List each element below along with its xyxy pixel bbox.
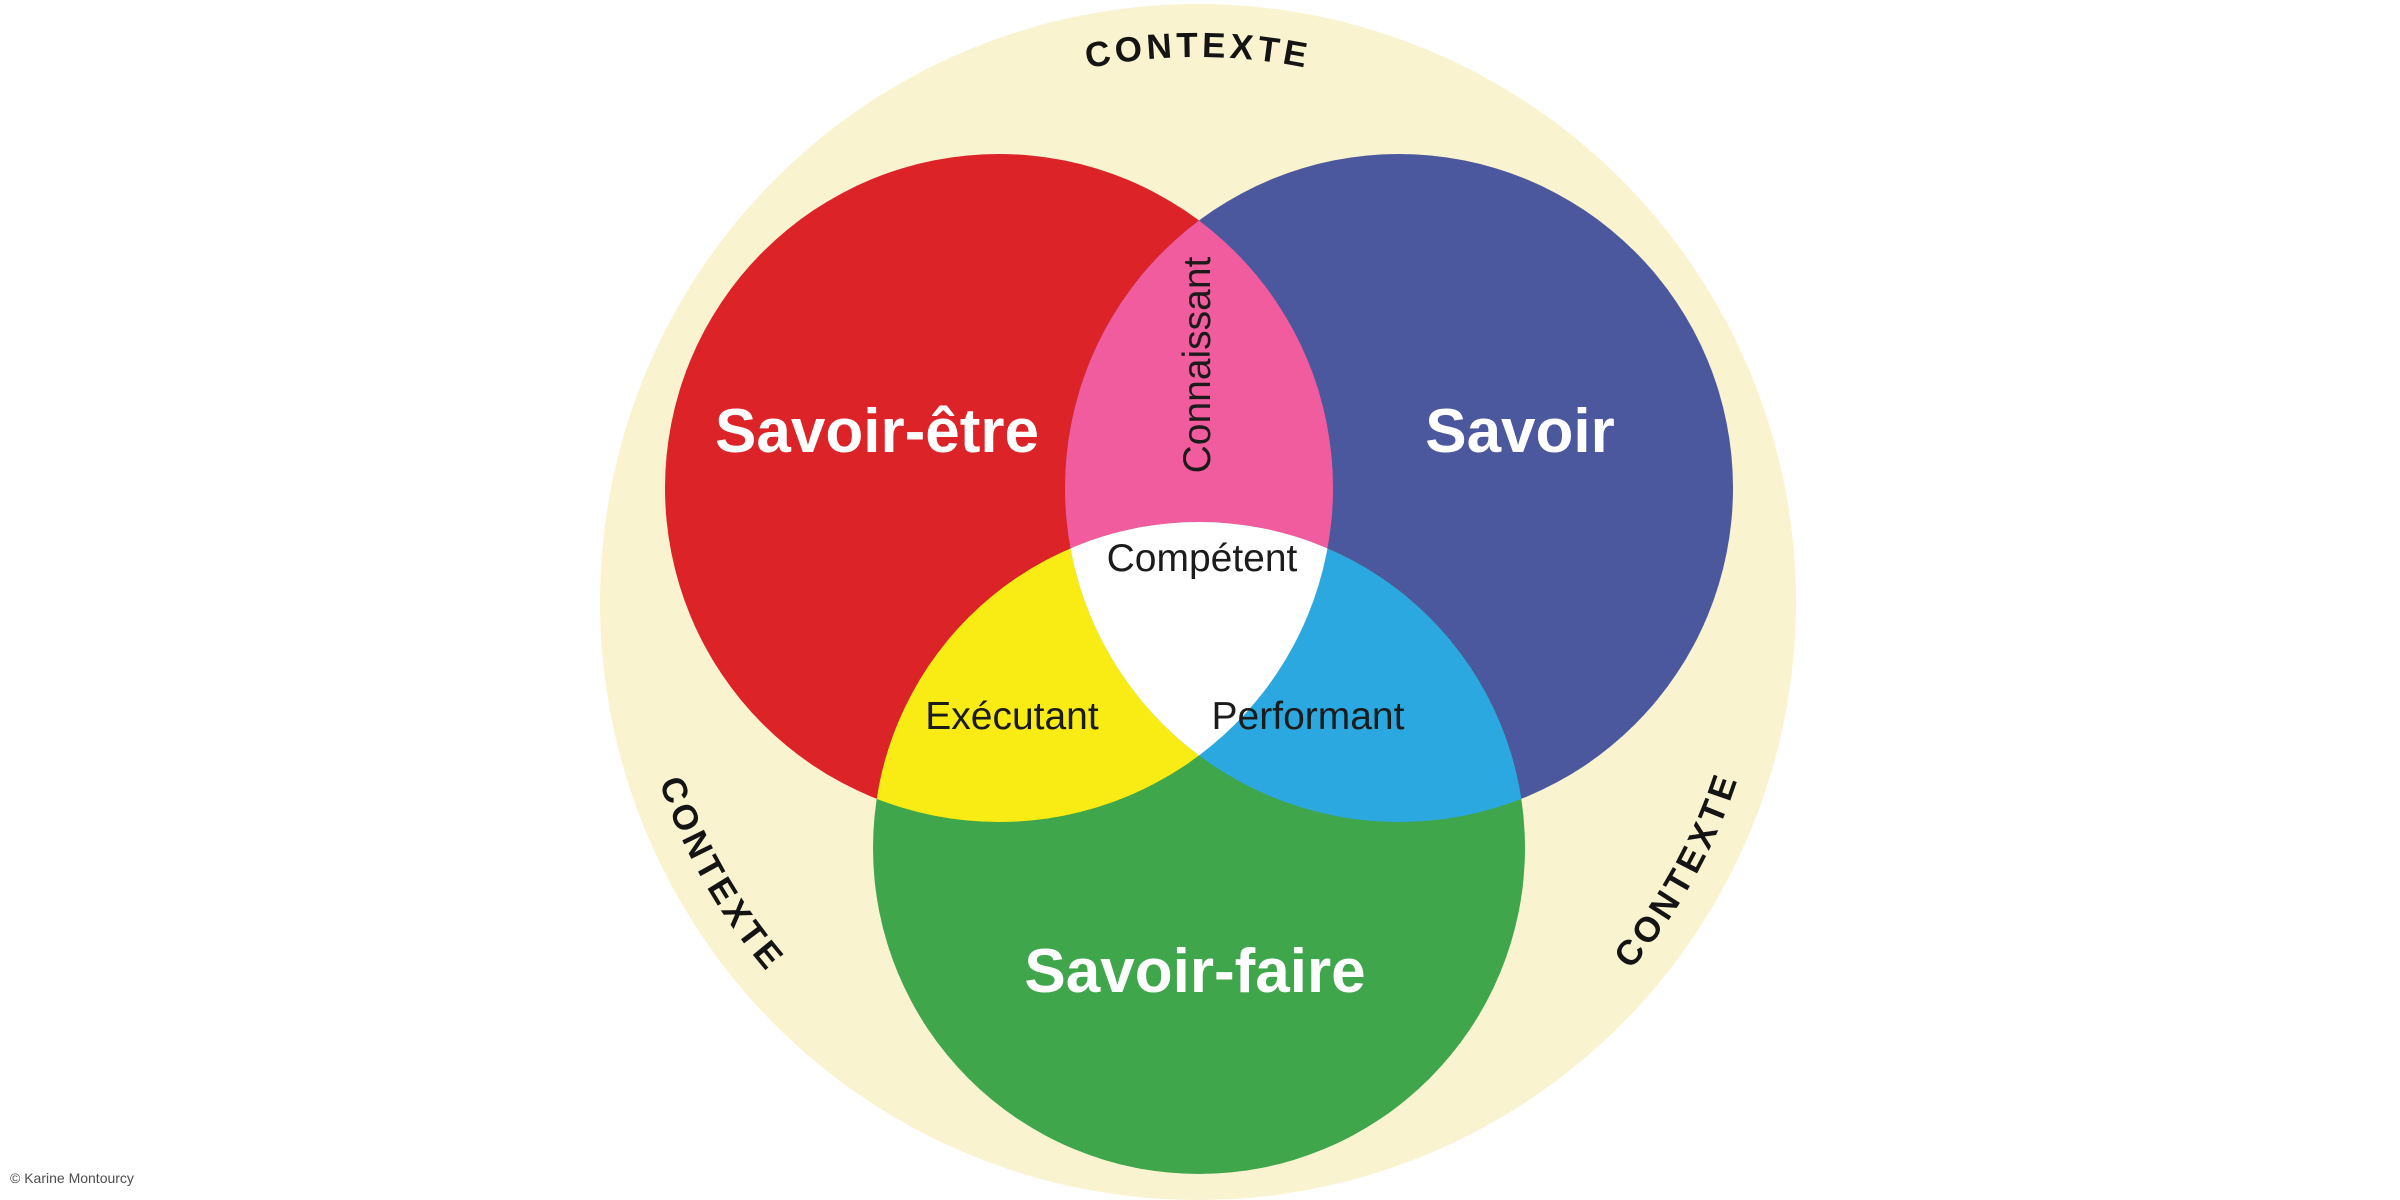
performant-label: Performant <box>1212 695 1405 738</box>
competent-region-fill <box>1065 522 1333 822</box>
savoir-faire-label: Savoir-faire <box>1024 937 1365 1006</box>
savoir-label: Savoir <box>1425 397 1615 466</box>
competent-region <box>1065 522 1333 822</box>
copyright-credit: © Karine Montourcy <box>10 1170 134 1186</box>
competent-label: Compétent <box>1107 537 1298 580</box>
savoir-etre-label: Savoir-être <box>715 397 1039 466</box>
executant-label: Exécutant <box>925 695 1099 738</box>
connaissant-label: Connaissant <box>1176 256 1219 473</box>
